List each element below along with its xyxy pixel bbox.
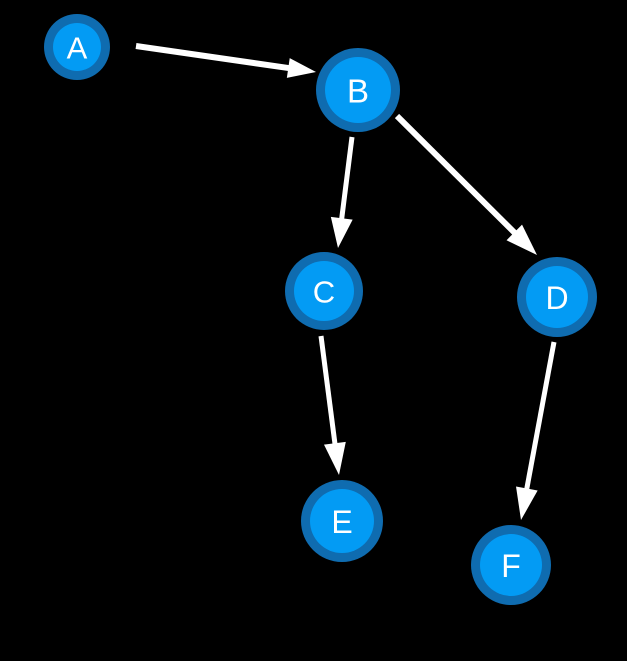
edge-line [338, 136, 355, 223]
node-c[interactable]: C [285, 252, 363, 330]
node-fill [480, 534, 542, 596]
node-label: E [331, 504, 352, 540]
arrowhead-icon [506, 224, 537, 255]
edge-line [394, 113, 520, 238]
node-fill [526, 266, 588, 328]
node-label: A [67, 31, 88, 66]
nodes-group: A B C D E F [44, 14, 597, 605]
edge-d-to-f[interactable] [516, 341, 557, 520]
edge-line [135, 43, 293, 72]
node-e[interactable]: E [301, 480, 383, 562]
node-label: C [313, 275, 335, 310]
arrowhead-icon [286, 58, 316, 78]
node-a[interactable]: A [44, 14, 110, 80]
node-fill [53, 23, 101, 71]
edge-line [523, 341, 557, 493]
node-label: F [501, 548, 521, 584]
node-f[interactable]: F [471, 525, 551, 605]
node-b[interactable]: B [316, 48, 400, 132]
arrowhead-icon [330, 216, 353, 248]
edge-b-to-c[interactable] [330, 136, 355, 248]
edge-line [318, 335, 338, 448]
node-label: D [545, 280, 568, 316]
edges-group [135, 43, 557, 520]
node-d[interactable]: D [517, 257, 597, 337]
node-fill [325, 57, 391, 123]
edge-c-to-e[interactable] [318, 335, 346, 475]
node-fill [294, 261, 354, 321]
edge-a-to-b[interactable] [135, 43, 316, 78]
arrowhead-icon [323, 441, 346, 475]
node-label: B [347, 73, 369, 110]
edge-b-to-d[interactable] [394, 113, 537, 255]
arrowhead-icon [516, 486, 538, 520]
node-fill [310, 489, 374, 553]
